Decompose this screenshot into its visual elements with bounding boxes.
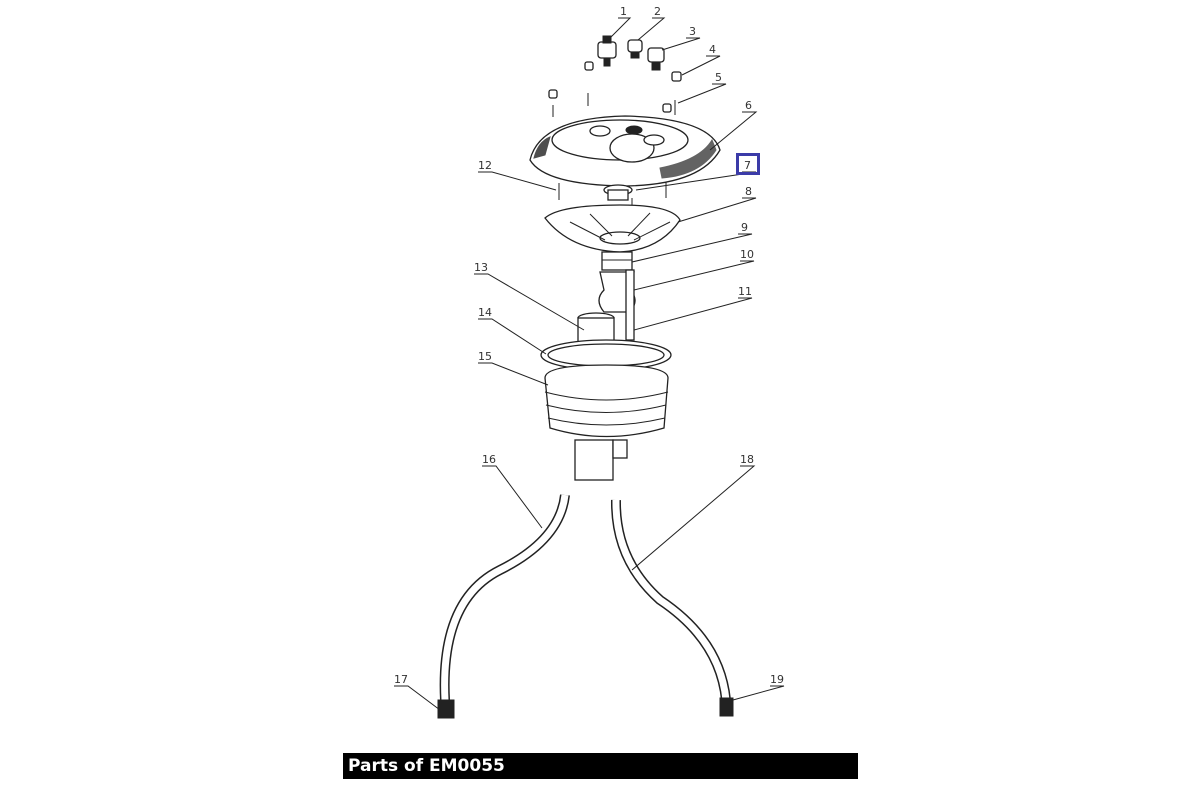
callout-11: 11 bbox=[738, 285, 752, 298]
part-5-screws[interactable] bbox=[548, 89, 676, 117]
callout-16: 16 bbox=[482, 453, 496, 466]
callout-6: 6 bbox=[745, 99, 752, 112]
callout-7[interactable]: 7 bbox=[744, 159, 751, 172]
title-bar: Parts of EM0055 bbox=[343, 753, 858, 779]
part-10-pump-body[interactable] bbox=[598, 269, 636, 341]
part-16-hose[interactable] bbox=[439, 494, 570, 701]
highlight-box-part-7 bbox=[736, 153, 760, 175]
callout-9: 9 bbox=[741, 221, 748, 234]
callout-4: 4 bbox=[709, 43, 716, 56]
callout-13: 13 bbox=[474, 261, 488, 274]
diagram-title: Parts of EM0055 bbox=[348, 756, 505, 776]
part-9-coupling[interactable] bbox=[601, 251, 633, 271]
part-14-ring[interactable] bbox=[540, 339, 672, 371]
callout-3: 3 bbox=[689, 25, 696, 38]
part-18-hose[interactable] bbox=[610, 499, 731, 701]
callout-5: 5 bbox=[715, 71, 722, 84]
callout-18: 18 bbox=[740, 453, 754, 466]
part-4-cap[interactable] bbox=[584, 61, 682, 82]
callout-19: 19 bbox=[770, 673, 784, 686]
part-1-fitting[interactable] bbox=[597, 35, 617, 67]
callout-12: 12 bbox=[478, 159, 492, 172]
callout-14: 14 bbox=[478, 306, 492, 319]
callout-2: 2 bbox=[654, 5, 661, 18]
leader-lines bbox=[394, 17, 785, 711]
part-3-fitting[interactable] bbox=[647, 47, 665, 71]
part-8-housing[interactable] bbox=[544, 204, 681, 253]
part-2-fitting[interactable] bbox=[627, 39, 643, 59]
part-19-hose-end[interactable] bbox=[719, 697, 734, 717]
callout-10: 10 bbox=[740, 248, 754, 261]
part-7-nozzle[interactable] bbox=[603, 184, 633, 201]
callout-8: 8 bbox=[745, 185, 752, 198]
part-6-cover-dome[interactable] bbox=[529, 115, 721, 187]
callout-1: 1 bbox=[620, 5, 627, 18]
part-17-hose-end[interactable] bbox=[437, 699, 455, 719]
callout-labels: 1 2 3 4 5 6 7 8 9 10 11 12 13 14 15 16 1… bbox=[394, 5, 784, 686]
callout-17: 17 bbox=[394, 673, 408, 686]
part-15-base[interactable] bbox=[544, 364, 669, 481]
callout-15: 15 bbox=[478, 350, 492, 363]
